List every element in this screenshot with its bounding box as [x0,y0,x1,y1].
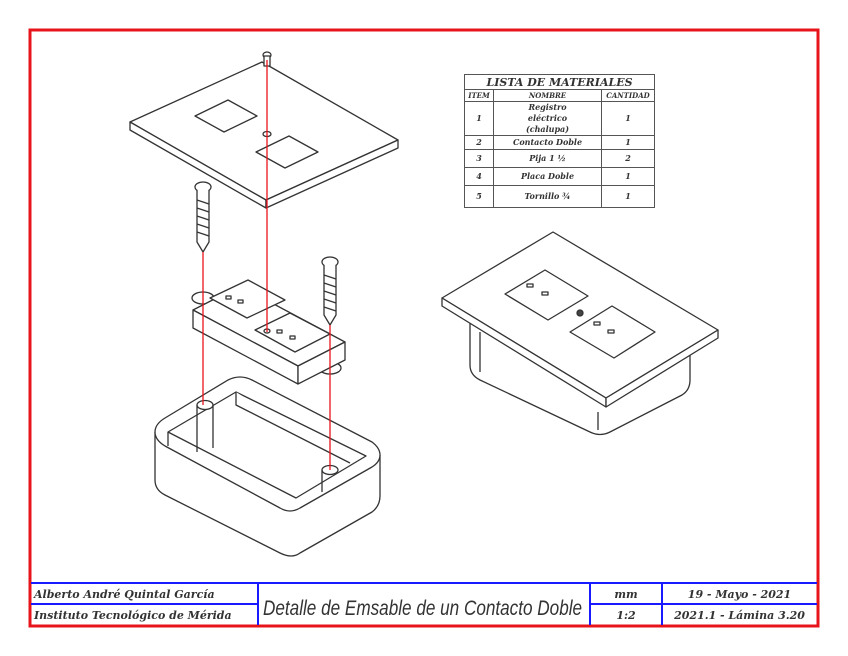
header-qty: CANTIDAD [601,89,655,102]
name-cell: Contacto Doble [493,135,602,150]
item-cell: 4 [464,167,494,186]
date: 19 - Mayo - 2021 [687,588,792,601]
units: mm [614,588,638,601]
sheet-number: 2021.1 - Lámina 3.20 [674,609,805,622]
assembly-lines [202,60,331,470]
item-cell: 5 [464,185,494,208]
header-name: NOMBRE [493,89,602,102]
sheet-border [28,28,820,628]
header-item: ITEM [464,89,494,102]
title-block-lines [31,582,817,625]
author-name: Alberto André Quintal García [34,588,215,601]
institution-name: Instituto Tecnológico de Mérida [34,609,232,622]
electrical-box-exploded [154,376,381,557]
qty-cell: 1 [601,101,655,136]
drawing-title: Detalle de Emsable de un Contacto Doble [263,597,583,620]
screw-left [194,181,212,253]
item-cell: 3 [464,149,494,168]
double-outlet-exploded [191,279,346,385]
item-cell: 1 [464,101,494,136]
item-cell: 2 [464,135,494,150]
name-cell: Placa Doble [493,167,602,186]
name-cell: Tornillo ¾ [493,185,602,208]
scale: 1:2 [616,609,636,622]
qty-cell: 2 [601,149,655,168]
materials-title: LISTA DE MATERIALES [464,74,655,90]
cover-plate-exploded [129,61,399,209]
assembled-outlet [441,231,719,436]
name-cell: Pija 1 ½ [493,149,602,168]
qty-cell: 1 [601,135,655,150]
screw-right [321,256,339,326]
qty-cell: 1 [601,167,655,186]
materials-table: LISTA DE MATERIALES ITEM NOMBRE CANTIDAD… [464,74,655,208]
name-cell: Registro eléctrico (chalupa) [493,101,602,136]
qty-cell: 1 [601,185,655,208]
